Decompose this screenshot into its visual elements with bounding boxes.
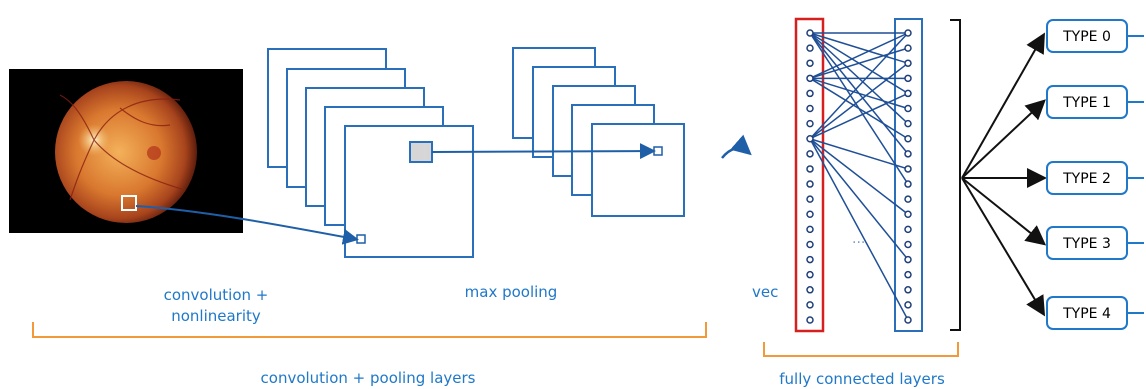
- hidden-node: [904, 134, 912, 143]
- hidden-node: [904, 89, 912, 98]
- vec-node: [806, 74, 814, 83]
- output-label: TYPE 1: [1062, 95, 1111, 111]
- fc-connection: [809, 138, 909, 261]
- hidden-node: [904, 240, 912, 249]
- vec-node: [806, 286, 814, 294]
- conv-arrow: [135, 205, 359, 245]
- vec-node: [806, 29, 814, 37]
- conv-pool-layers-label: convolution + pooling layers: [261, 369, 476, 387]
- fc-connections: [809, 32, 909, 321]
- hidden-node: [904, 225, 912, 234]
- hidden-node: [904, 59, 912, 67]
- hidden-node: [904, 104, 912, 113]
- vec-label: vec: [752, 283, 778, 301]
- vec-node: [806, 104, 814, 113]
- vec-layer: [794, 17, 825, 333]
- vec-node: [806, 316, 814, 324]
- fc-connection: [809, 138, 909, 170]
- pool-arrow: [431, 143, 656, 160]
- hidden-node: [904, 255, 912, 264]
- hidden-layer: [894, 18, 923, 332]
- pool-unit: [653, 146, 663, 156]
- hidden-node: [904, 119, 912, 128]
- fc-connection: [809, 47, 909, 80]
- hidden-node: [904, 44, 912, 52]
- fc-connection: [809, 62, 909, 140]
- retina-image: [9, 69, 243, 233]
- vec-node: [806, 44, 814, 52]
- pool-region: [409, 141, 433, 163]
- output-label: TYPE 0: [1062, 29, 1111, 45]
- fc-connection: [809, 32, 909, 79]
- vec-nodes: [806, 29, 814, 324]
- vec-node: [806, 134, 814, 143]
- hidden-node: [904, 29, 912, 37]
- conv-pool-bracket: [32, 322, 707, 338]
- hidden-node: [904, 316, 912, 324]
- hidden-node: [904, 150, 912, 158]
- fc-layers-label: fully connected layers: [779, 370, 945, 388]
- hidden-node: [904, 270, 912, 279]
- fc-connection: [809, 138, 909, 215]
- fc-connection: [809, 32, 909, 64]
- hidden-node: [904, 301, 912, 309]
- hidden-node: [904, 195, 912, 203]
- conv-label-line1: convolution +: [164, 286, 269, 304]
- max-pooling-label: max pooling: [465, 283, 558, 301]
- output-label: TYPE 2: [1062, 171, 1111, 187]
- output-label: TYPE 4: [1062, 306, 1111, 322]
- output-label: TYPE 3: [1062, 236, 1111, 252]
- output-arrow: [961, 177, 1046, 317]
- hidden-node: [904, 180, 912, 188]
- fc-connection: [809, 92, 909, 140]
- fc-connection: [809, 77, 909, 110]
- vec-node: [806, 89, 814, 98]
- vec-node: [806, 150, 814, 158]
- hidden-node: [904, 74, 912, 83]
- vec-node: [806, 255, 814, 264]
- conv-label-line2: nonlinearity: [171, 307, 261, 325]
- output-arrow: [961, 177, 1047, 246]
- vec-node: [806, 270, 814, 279]
- vec-node: [806, 59, 814, 67]
- hidden-node: [904, 210, 912, 219]
- vec-node: [806, 240, 814, 249]
- hidden-node: [904, 286, 912, 294]
- fc-connection: [809, 77, 909, 140]
- conv-unit: [356, 234, 366, 244]
- fc-bracket: [763, 342, 959, 357]
- hidden-node: [904, 165, 912, 173]
- output-arrow: [961, 32, 1045, 179]
- conv-feature-maps: [267, 48, 474, 258]
- vec-node: [806, 210, 814, 219]
- vec-node: [806, 301, 814, 309]
- pooled-feature-maps: [512, 47, 685, 217]
- vec-node: [806, 225, 814, 234]
- vec-node: [806, 119, 814, 128]
- fc-connection: [809, 138, 909, 321]
- vec-node: [806, 180, 814, 188]
- output-bracket: [950, 19, 961, 331]
- hidden-nodes: [904, 29, 912, 324]
- output-arrow: [961, 99, 1046, 179]
- ellipsis-label: ...: [852, 231, 865, 247]
- fc-connection: [809, 32, 909, 140]
- vec-node: [806, 195, 814, 203]
- output-types: TYPE 0 TYPE 1 TYPE 2 TYPE 3 TYPE 4: [961, 19, 1144, 330]
- vec-node: [806, 165, 814, 173]
- flatten-arrow: [721, 134, 752, 159]
